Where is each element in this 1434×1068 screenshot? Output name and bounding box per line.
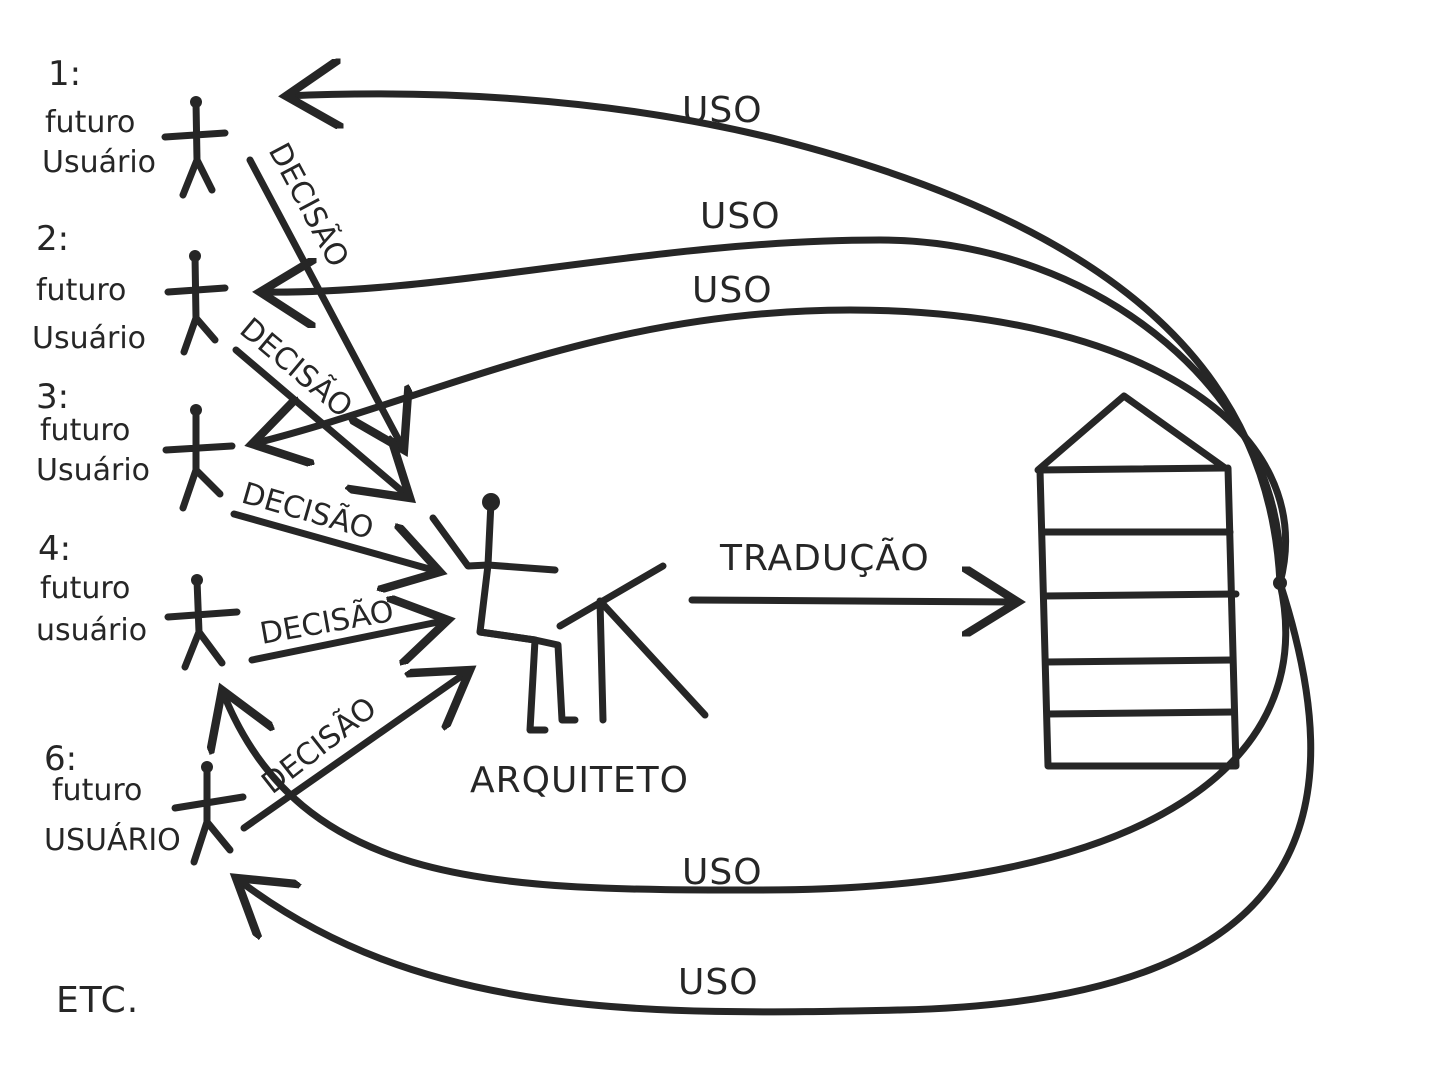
user-6-label: 6: futuro USUÁRIO xyxy=(44,739,181,858)
translation-label: TRADUÇÃO xyxy=(719,537,930,579)
decision-arrow-5 xyxy=(240,670,470,832)
user-role: futuro xyxy=(45,105,135,140)
decision-arrow-3 xyxy=(230,510,440,572)
user-2-figure xyxy=(164,250,229,356)
user-name: Usuário xyxy=(42,145,156,180)
user-role: futuro xyxy=(52,773,142,808)
usage-arrow-5 xyxy=(236,579,1315,1016)
usage-arrow-4 xyxy=(222,579,1290,894)
usage-label: USO xyxy=(682,852,763,893)
user-number: 6: xyxy=(44,739,77,779)
architect-label: ARQUITETO xyxy=(470,760,689,801)
user-6-figure xyxy=(171,761,247,866)
user-role: futuro xyxy=(40,413,130,448)
user-3-figure xyxy=(162,404,236,512)
user-name: usuário xyxy=(36,613,147,648)
usage-arrow-3 xyxy=(252,306,1289,587)
user-name: USUÁRIO xyxy=(44,822,181,858)
user-2-label: 2: futuro Usuário xyxy=(32,219,146,356)
user-number: 1: xyxy=(48,54,81,94)
usage-label: USO xyxy=(682,90,763,131)
usage-arrow-2 xyxy=(260,236,1284,587)
user-3-label: 3: futuro Usuário xyxy=(36,377,150,488)
etc-label: ETC. xyxy=(56,980,139,1021)
decision-arrow-1 xyxy=(246,156,404,450)
user-4-label: 4: futuro usuário xyxy=(36,529,147,648)
usage-label: USO xyxy=(678,962,759,1003)
user-1-figure xyxy=(161,96,229,199)
user-role: futuro xyxy=(40,571,130,606)
usage-label: USO xyxy=(692,270,773,311)
user-4-figure xyxy=(164,574,241,671)
user-number: 2: xyxy=(36,219,69,259)
user-number: 4: xyxy=(38,529,71,569)
usage-arrow-1 xyxy=(286,94,1284,587)
usage-label: USO xyxy=(700,196,781,237)
user-role: futuro xyxy=(36,273,126,308)
user-number: 3: xyxy=(36,377,69,417)
translation-arrow xyxy=(688,600,1018,602)
user-name: Usuário xyxy=(36,453,150,488)
building-icon xyxy=(1034,392,1240,770)
architect-figure xyxy=(429,493,709,734)
user-name: Usuário xyxy=(32,321,146,356)
user-1-label: 1: futuro Usuário xyxy=(42,54,156,180)
decision-arrow-4 xyxy=(248,620,448,660)
